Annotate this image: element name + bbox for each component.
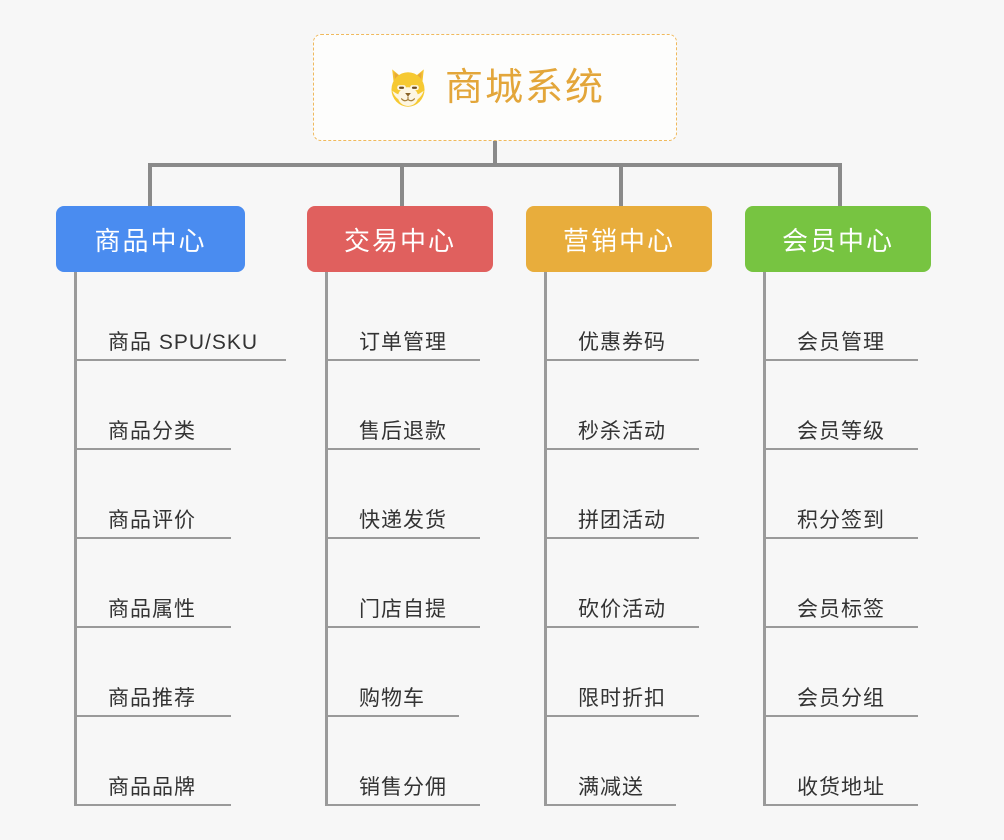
- branch-drop-1: [148, 163, 152, 208]
- leaf-underline: [74, 626, 231, 628]
- leaf-stem: [763, 450, 766, 539]
- leaf-underline: [763, 715, 918, 717]
- leaf-stem: [763, 361, 766, 450]
- leaf-label: 订单管理: [359, 330, 447, 354]
- leaf-stem: [763, 272, 766, 361]
- branch-drop-2: [400, 163, 404, 208]
- leaf-stem: [74, 361, 77, 450]
- leaf-stem: [544, 361, 547, 450]
- branch-drop-3: [619, 163, 623, 208]
- category-box-4[interactable]: 会员中心: [745, 206, 931, 272]
- leaf-label: 门店自提: [359, 597, 447, 621]
- leaf-underline: [325, 537, 480, 539]
- leaf-underline: [763, 626, 918, 628]
- leaf-stem: [74, 628, 77, 717]
- leaf-stem: [763, 628, 766, 717]
- leaf-label: 秒杀活动: [578, 419, 666, 443]
- leaf-label: 商品品牌: [108, 775, 196, 799]
- leaf-underline: [325, 448, 480, 450]
- leaf-label: 优惠券码: [578, 330, 666, 354]
- leaf-underline: [544, 537, 699, 539]
- leaf-stem: [325, 628, 328, 717]
- leaf-underline: [763, 359, 918, 361]
- leaf-underline: [74, 715, 231, 717]
- leaf-stem: [325, 272, 328, 361]
- leaf-underline: [544, 448, 699, 450]
- leaf-label: 商品 SPU/SKU: [108, 330, 259, 354]
- leaf-stem: [763, 539, 766, 628]
- leaf-label: 商品评价: [108, 508, 196, 532]
- leaf-label: 商品属性: [108, 597, 196, 621]
- leaf-label: 售后退款: [359, 419, 447, 443]
- category-box-2[interactable]: 交易中心: [307, 206, 493, 272]
- leaf-stem: [74, 539, 77, 628]
- leaf-label: 砍价活动: [578, 597, 666, 621]
- root-down-stem: [493, 141, 497, 165]
- leaf-label: 会员等级: [797, 419, 885, 443]
- leaf-label: 会员分组: [797, 686, 885, 710]
- leaf-underline: [74, 804, 231, 806]
- leaf-underline: [325, 715, 459, 717]
- leaf-stem: [325, 361, 328, 450]
- leaf-label: 商品推荐: [108, 686, 196, 710]
- leaf-label: 积分签到: [797, 508, 885, 532]
- leaf-underline: [544, 715, 699, 717]
- leaf-stem: [544, 539, 547, 628]
- branch-drop-4: [838, 163, 842, 208]
- leaf-underline: [763, 804, 918, 806]
- leaf-underline: [544, 626, 699, 628]
- leaf-stem: [544, 272, 547, 361]
- root-node[interactable]: 商城系统: [313, 34, 677, 141]
- root-title: 商城系统: [444, 66, 605, 109]
- leaf-label: 商品分类: [108, 419, 196, 443]
- leaf-underline: [544, 804, 676, 806]
- category-box-1[interactable]: 商品中心: [56, 206, 245, 272]
- category-label-4: 会员中心: [781, 225, 894, 256]
- leaf-stem: [544, 628, 547, 717]
- category-label-3: 营销中心: [562, 225, 675, 256]
- leaf-underline: [74, 359, 286, 361]
- leaf-label: 收货地址: [797, 775, 885, 799]
- leaf-stem: [325, 717, 328, 806]
- leaf-label: 购物车: [359, 686, 425, 710]
- leaf-label: 拼团活动: [578, 508, 666, 532]
- leaf-stem: [74, 450, 77, 539]
- shiba-dog-face-icon: [385, 65, 431, 111]
- leaf-stem: [763, 717, 766, 806]
- leaf-stem: [544, 450, 547, 539]
- leaf-underline: [763, 537, 918, 539]
- leaf-underline: [544, 359, 699, 361]
- leaf-stem: [74, 717, 77, 806]
- leaf-stem: [544, 717, 547, 806]
- leaf-underline: [325, 804, 480, 806]
- leaf-underline: [763, 448, 918, 450]
- leaf-label: 限时折扣: [578, 686, 666, 710]
- leaf-label: 销售分佣: [359, 775, 447, 799]
- category-label-2: 交易中心: [343, 225, 456, 256]
- leaf-underline: [74, 448, 231, 450]
- leaf-stem: [74, 272, 77, 361]
- leaf-label: 会员管理: [797, 330, 885, 354]
- leaf-label: 会员标签: [797, 597, 885, 621]
- leaf-stem: [325, 450, 328, 539]
- leaf-underline: [325, 626, 480, 628]
- branch-horizontal-bar: [148, 163, 842, 167]
- category-label-1: 商品中心: [94, 225, 207, 256]
- leaf-underline: [325, 359, 480, 361]
- category-box-3[interactable]: 营销中心: [526, 206, 712, 272]
- leaf-label: 满减送: [578, 775, 644, 799]
- leaf-stem: [325, 539, 328, 628]
- leaf-label: 快递发货: [359, 508, 447, 532]
- leaf-underline: [74, 537, 231, 539]
